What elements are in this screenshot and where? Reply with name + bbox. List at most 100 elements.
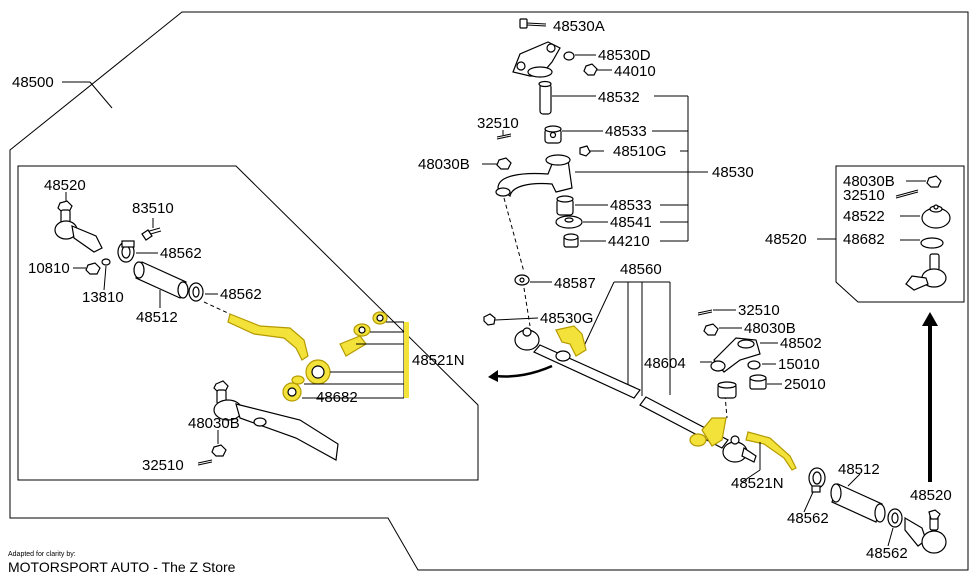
assembly-border [9,11,969,571]
bracket-48560 [583,281,671,396]
nut-48030B-right [926,175,942,188]
label-48030B-mid: 48030B [744,320,796,337]
idler-bracket [512,41,561,78]
dust-boot-48587 [514,274,530,286]
label-48682-right: 48682 [843,231,885,248]
nut-25010 [749,374,767,390]
label-83510: 83510 [132,200,174,217]
sleeve-48512-left [133,261,189,299]
dashed-guide-left [203,301,231,315]
pitman-arm-48502 [710,337,761,373]
washer-15010 [747,360,761,370]
label-48532: 48532 [598,89,640,106]
bolt-48510G [579,145,604,157]
dashed-guide-1 [503,197,525,273]
socket-joint-left [555,350,571,362]
tie-rod-end-left-lower [213,380,339,461]
washer-48541 [555,215,583,229]
label-48604: 48604 [644,355,686,372]
label-48521N-left: 48521N [412,352,465,369]
idler-arm-48530 [495,154,573,197]
dashed-guide-2 [523,287,531,327]
washer-48530D [563,51,575,61]
label-44210: 44210 [608,233,650,250]
label-48512-main: 48512 [838,461,880,478]
label-48512-left: 48512 [136,309,178,326]
boot-48522 [921,204,951,229]
nut-44010 [583,63,598,76]
pitman-bushing [717,381,737,399]
label-48541: 48541 [610,214,652,231]
nut-10810 [85,262,101,275]
sleeve-48512-main [830,483,886,523]
label-32510-mid: 32510 [738,302,780,319]
nut-48030B-top [496,157,512,170]
cotter-pin-32510-top [496,133,512,140]
credit-small: Adapted for clarity by: [8,551,76,558]
label-48520-main: 48520 [910,487,952,504]
ring-48682-right [920,237,944,249]
right-detail-box [835,165,965,303]
bushing-48533-b [556,195,574,216]
adjuster-details [287,314,384,397]
tie-rod-end-48520-left [54,200,103,253]
tie-rod-end-48520-main [904,509,947,554]
label-48587: 48587 [554,275,596,292]
label-48562-main-b: 48562 [866,545,908,562]
label-48530A: 48530A [553,18,605,35]
tie-rod-end-main [722,435,757,463]
tie-rod-end-right-detail [905,253,947,291]
label-48562-left-a: 48562 [160,245,202,262]
cotter-pin-32510-right [895,189,919,199]
credit-big: MOTORSPORT AUTO - The Z Store [8,559,236,575]
clamp-48562-left-a [117,240,135,263]
center-link-48560 [514,327,729,449]
highlight-adjuster-left [227,311,388,402]
nut-44210 [563,233,579,248]
label-48520-left: 48520 [44,177,86,194]
label-48522: 48522 [843,208,885,225]
bracket-48530-group [652,95,708,242]
cotter-pin-32510-left [197,459,213,466]
label-48562-left-b: 48562 [220,286,262,303]
label-25010: 25010 [784,376,826,393]
bolt-83510 [141,227,162,241]
label-48530D: 48530D [598,47,651,64]
washer-13810 [101,258,111,266]
shaft-48532 [538,80,552,115]
label-32510-left: 32510 [142,457,184,474]
bolt-48530G [483,313,539,326]
clamp-48562-main-b [887,508,903,528]
nut-48030B-mid [703,323,719,336]
highlight-bracket-bar [404,322,409,398]
label-32510-right: 32510 [843,187,885,204]
clamp-48562-left-b [188,282,204,302]
label-48030B-right: 48030B [843,173,895,190]
leader-48500-b [89,81,113,109]
label-10810: 10810 [28,260,70,277]
bolt-48530A [519,18,547,29]
label-48030B-top: 48030B [418,156,470,173]
label-48500: 48500 [12,74,54,91]
label-44010: 44010 [614,63,656,80]
label-48521N-main: 48521N [731,475,784,492]
bushing-48533-a [544,125,562,144]
label-48510G: 48510G [613,143,666,160]
label-48560: 48560 [620,261,662,278]
label-48530: 48530 [712,164,754,181]
arrow-up-to-detail [922,312,938,482]
clamp-48562-main-a [808,467,826,493]
label-15010: 15010 [778,356,820,373]
dashed-guide-3 [724,394,728,419]
label-48520-right: 48520 [765,231,807,248]
label-13810: 13810 [82,289,124,306]
highlight-adjuster-main [689,417,797,471]
cotter-pin-32510-mid [697,309,713,316]
label-48530G: 48530G [540,310,593,327]
label-48682-left: 48682 [316,389,358,406]
left-detail-box [17,165,479,481]
label-48562-main-a: 48562 [787,510,829,527]
label-48502: 48502 [780,335,822,352]
